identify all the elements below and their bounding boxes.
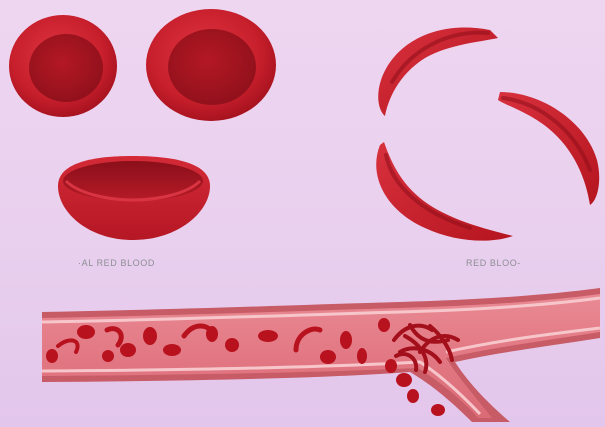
vessel-cell (225, 338, 239, 352)
vessel-cell (77, 325, 95, 339)
sickle-cells (376, 27, 599, 240)
vessel-cell (120, 343, 136, 357)
vessel-cell (396, 373, 412, 387)
vessel-cell (431, 404, 445, 416)
vessel-cell (102, 350, 114, 362)
sickle-cell-bottom (376, 142, 513, 241)
vessel-cell (357, 348, 367, 364)
vessel-cell (385, 359, 397, 373)
sickle-cell-top (378, 27, 498, 116)
vessel-cell (143, 327, 157, 345)
normal-cell-right (146, 9, 276, 121)
vessel-cell (378, 318, 390, 332)
sickle-cell-right (498, 92, 599, 205)
vessel-cell (320, 350, 336, 364)
vessel-cell (206, 326, 218, 342)
vessel-cell (258, 330, 278, 342)
sickle-cells-caption: RED BLOO‐ (466, 258, 521, 268)
normal-cell-left (9, 15, 117, 117)
vessel-cell (340, 331, 352, 349)
vessel-cell (163, 344, 181, 356)
normal-cell-side-view (58, 156, 210, 240)
vessel-cell (46, 349, 58, 363)
normal-cells-caption: ·AL RED BLOOD (78, 258, 155, 268)
vessel-cell (407, 389, 419, 403)
normal-red-blood-cells (9, 9, 276, 240)
